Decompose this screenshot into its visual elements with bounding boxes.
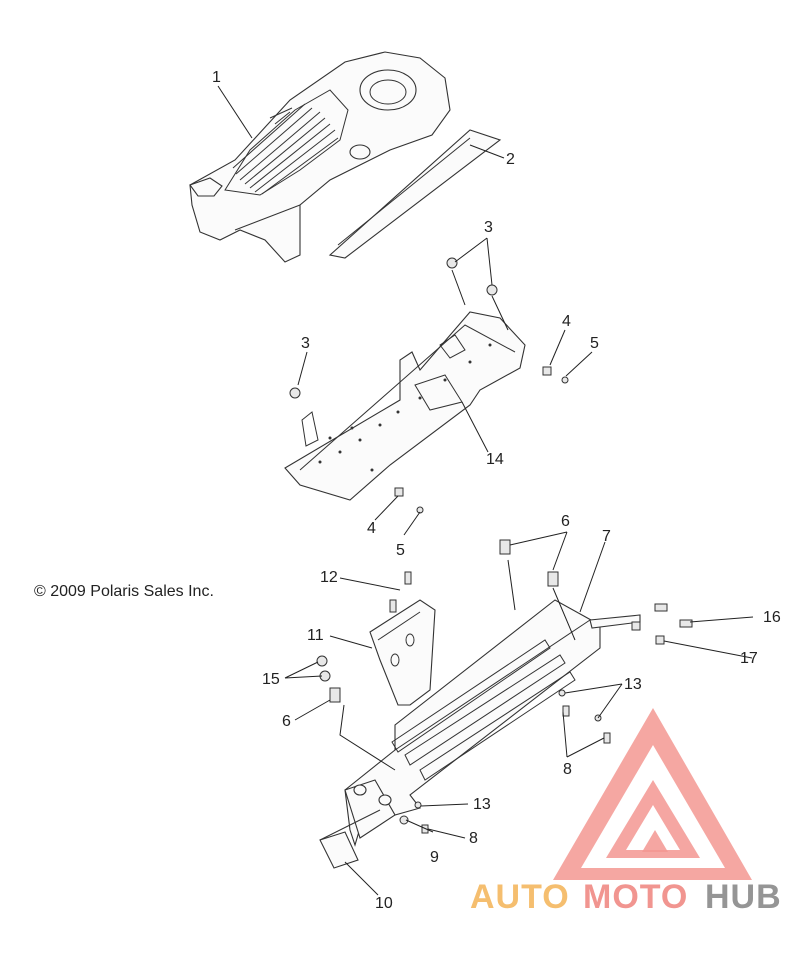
leader-lines: [217, 85, 754, 896]
callout-13b: 13: [473, 796, 491, 813]
bracket-part: [369, 599, 436, 706]
callout-10: 10: [375, 895, 393, 912]
callout-13a: 13: [624, 676, 642, 693]
console-cover-part: [189, 51, 451, 263]
callout-8a: 8: [563, 761, 572, 778]
watermark-hub: HUB: [705, 878, 782, 916]
callout-5b: 5: [396, 542, 405, 559]
callout-6b: 6: [282, 713, 291, 730]
callout-15: 15: [262, 671, 280, 688]
callout-labels: 1 2 3 3 4 5 14 4 5 6 7 12 16 11 17 15 13…: [212, 69, 781, 912]
callout-9: 9: [430, 849, 439, 866]
copyright-text: © 2009 Polaris Sales Inc.: [34, 583, 214, 600]
watermark-auto: AUTO: [470, 878, 570, 916]
callout-7: 7: [602, 528, 611, 545]
callout-14: 14: [486, 451, 504, 468]
callout-1: 1: [212, 69, 221, 86]
callout-11: 11: [307, 627, 324, 644]
callout-8b: 8: [469, 830, 478, 847]
callout-16: 16: [763, 609, 781, 626]
watermark-moto: MOTO: [583, 878, 688, 916]
callout-5a: 5: [590, 335, 599, 352]
callout-17: 17: [740, 650, 758, 667]
callout-4b: 4: [367, 520, 376, 537]
trim-strip-part: [328, 129, 502, 259]
callout-4a: 4: [562, 313, 571, 330]
watermark-logo: AUTO MOTO HUB: [470, 708, 782, 916]
callout-3a: 3: [484, 219, 493, 236]
callout-6a: 6: [561, 513, 570, 530]
hardware-items: [289, 257, 693, 834]
floor-pan-part: [344, 599, 641, 847]
callout-3b: 3: [301, 335, 310, 352]
floor-panel-part: [284, 311, 526, 501]
callout-12: 12: [320, 569, 338, 586]
callout-2: 2: [506, 151, 515, 168]
plate-part: [319, 809, 381, 869]
